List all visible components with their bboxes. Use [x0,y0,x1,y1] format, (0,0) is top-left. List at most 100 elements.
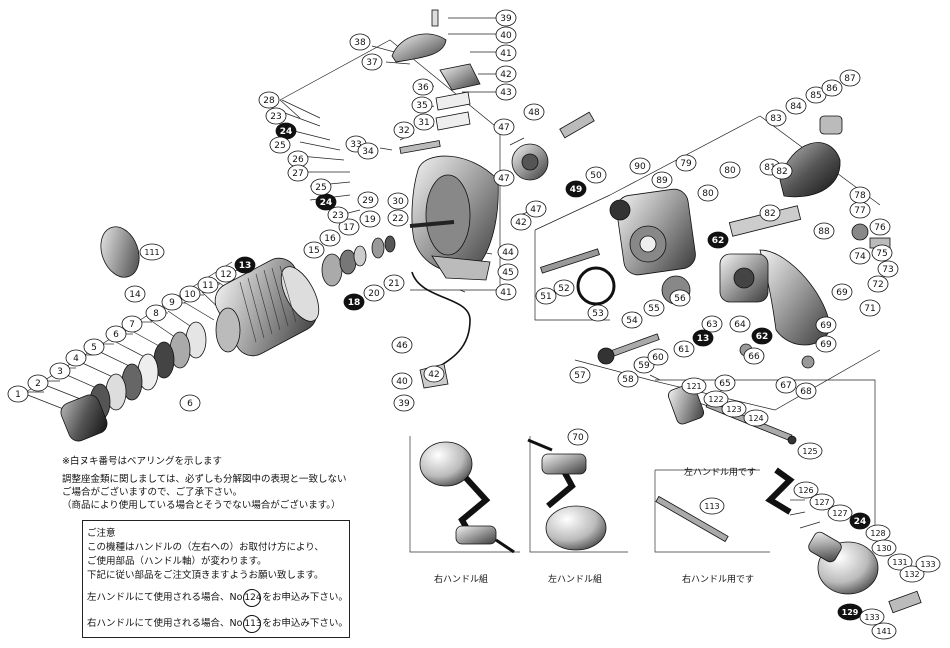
callout-number: 80 [702,189,714,199]
callout-circle [617,370,639,388]
callout-number: 66 [748,352,760,362]
callout-circle [743,347,765,365]
callout-number: 65 [719,379,730,389]
handle-group [419,383,922,614]
callout-layer: 1234566789101112131415161718192021222323… [7,9,941,640]
callout-23: 23 [327,206,349,224]
callout-number: 62 [756,332,769,342]
callout-circle [565,180,587,198]
callout-number: 84 [790,102,802,112]
callout-number: 2 [35,379,41,389]
callout-number: 76 [874,223,886,233]
callout-42: 42 [510,213,532,231]
callout-number: 56 [674,294,686,304]
callout-58: 58 [617,370,639,388]
callout-number: 29 [362,196,374,206]
callout-5: 5 [83,338,105,356]
callout-number: 72 [872,280,883,290]
callout-90: 90 [629,157,651,175]
callout-circle [363,284,385,302]
callout-circle [809,493,835,511]
callout-number: 73 [882,265,893,275]
callout-62: 62 [707,231,729,249]
callout-circle [343,293,365,311]
callout-53: 53 [587,304,609,322]
callout-24: 24 [315,193,337,211]
callout-circle [65,349,87,367]
callout-22: 22 [387,209,409,227]
callout-circle [361,53,383,71]
callout-number: 89 [656,176,668,186]
callout-number: 46 [396,341,408,351]
callout-circle [359,210,381,228]
callout-number: 24 [320,198,333,208]
callout-number: 37 [366,58,377,68]
callout-133: 133 [915,555,941,573]
callout-circle [871,244,893,262]
callout-circle [215,265,237,283]
callout-circle [124,285,146,303]
callout-9: 9 [161,293,183,311]
callout-circle [669,289,691,307]
callout-69: 69 [831,283,853,301]
callout-number: 48 [528,108,540,118]
adjust-note-line-2: ご場合がございますので、ご了承下さい。 [62,487,243,498]
callout-37: 37 [361,53,383,71]
callout-circle [495,283,517,301]
notice-box: ご注意 この機種はハンドルの（左右への）お取付け方により、 ご使用部品（ハンドル… [82,520,350,638]
callout-number: 11 [202,281,213,291]
callout-circle [831,283,853,301]
drag-knob [60,394,108,442]
callout-47: 47 [525,200,547,218]
callout-circle [719,161,741,179]
callout-circle [813,222,835,240]
callout-circle [303,241,325,259]
callout-number: 126 [798,486,813,495]
notice-right-suffix: をお申込み下さい。 [262,618,348,629]
callout-72: 72 [867,275,889,293]
callout-number: 12 [220,270,231,280]
callout-circle [877,260,899,278]
callout-circle [587,304,609,322]
callout-number: 123 [726,405,741,414]
callout-circle [139,243,165,261]
callout-circle [525,200,547,218]
callout-circle [495,83,517,101]
callout-number: 25 [315,183,326,193]
callout-number: 90 [634,162,646,172]
callout-127: 127 [809,493,835,511]
callout-133: 133 [859,608,885,626]
callout-circle [423,365,445,383]
handle-frames [409,436,770,553]
callout-circle [703,390,729,408]
callout-28: 28 [258,91,280,109]
callout-circle [391,372,413,390]
callout-88: 88 [813,222,835,240]
callout-number: 82 [764,209,775,219]
spool-cover [100,226,140,278]
callout-number: 74 [854,252,866,262]
callout-35: 35 [411,96,433,114]
callout-circle [729,315,751,333]
callout-number: 54 [626,316,638,326]
bail-arm [391,33,447,63]
callout-circle [287,164,309,182]
callout-number: 133 [864,613,879,622]
callout-46: 46 [391,336,413,354]
callout-number: 32 [398,126,409,136]
tag-right-handle-use: 右ハンドル用です [682,575,755,585]
callout-number: 6 [113,330,119,340]
callout-circle [871,622,897,640]
callout-circle [915,555,941,573]
callout-number: 64 [734,320,746,330]
callout-circle [699,497,725,515]
callout-number: 133 [920,560,935,569]
callout-circle [805,86,827,104]
callout-7: 7 [121,315,143,333]
callout-number: 31 [418,118,429,128]
callout-number: 27 [292,169,303,179]
tag-right-handle-assy: 右ハンドル組 [434,575,489,585]
callout-number: 40 [500,31,512,41]
callout-15: 15 [303,241,325,259]
